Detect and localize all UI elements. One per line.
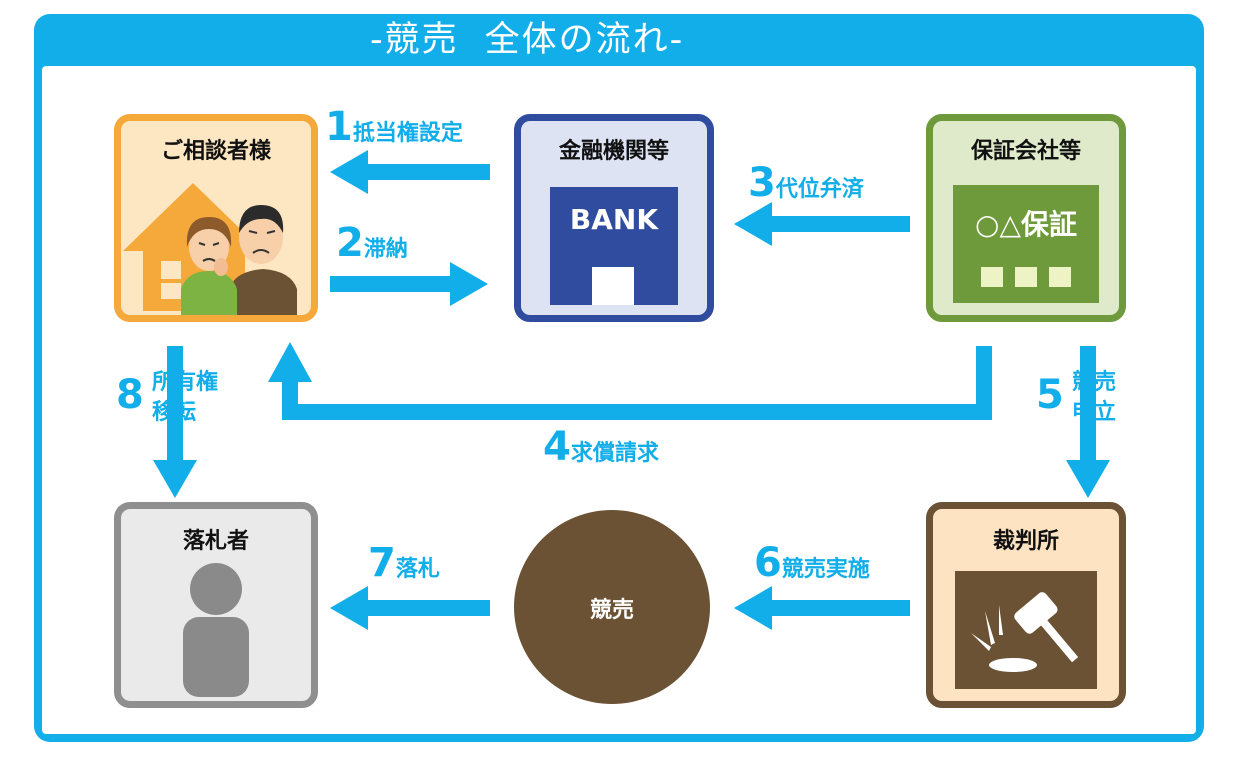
step-3-label: 3代位弁済 bbox=[748, 160, 864, 206]
page-title: -競売全体の流れ- bbox=[370, 20, 685, 60]
step-6-label: 6競売実施 bbox=[754, 540, 870, 586]
worried-couple-icon bbox=[181, 205, 297, 315]
step-1-label: 1抵当権設定 bbox=[325, 104, 463, 150]
arrow-step-2 bbox=[330, 262, 488, 306]
bank-building-icon: BANK bbox=[550, 187, 678, 305]
guarantor-sign: ○△保証 bbox=[975, 208, 1077, 241]
node-bidder-label: 落札者 bbox=[182, 529, 249, 554]
step-7-label: 7落札 bbox=[368, 540, 440, 586]
gavel-icon bbox=[971, 592, 1079, 672]
arrow-step-6 bbox=[734, 586, 910, 630]
step-2-label: 2滞納 bbox=[336, 220, 408, 266]
step-4-label: 4求償請求 bbox=[543, 424, 659, 470]
node-guarantor-label: 保証会社等 bbox=[970, 139, 1081, 164]
node-guarantor: 保証会社等 ○△保証 bbox=[926, 114, 1126, 322]
node-court-label: 裁判所 bbox=[992, 529, 1059, 554]
node-bank: 金融機関等 BANK bbox=[514, 114, 714, 322]
node-auction-label: 競売 bbox=[589, 598, 634, 623]
node-consultant-label: ご相談者様 bbox=[160, 139, 271, 164]
step-5-label: 5 競売 申立 bbox=[1036, 370, 1117, 425]
bank-sign: BANK bbox=[569, 203, 659, 236]
step-8-label: 8 所有権 移転 bbox=[116, 370, 219, 425]
node-court: 裁判所 bbox=[926, 502, 1126, 708]
node-bidder: 落札者 bbox=[114, 502, 318, 708]
sign-square bbox=[1015, 267, 1037, 287]
person-icon bbox=[183, 563, 249, 697]
bank-door bbox=[592, 267, 634, 305]
guarantor-signboard: ○△保証 bbox=[953, 185, 1099, 303]
node-bank-label: 金融機関等 bbox=[558, 139, 669, 164]
arrow-step-8 bbox=[153, 346, 197, 498]
arrow-step-1 bbox=[330, 150, 490, 194]
arrow-step-4 bbox=[268, 342, 992, 420]
arrow-step-7 bbox=[330, 586, 490, 630]
node-auction: 競売 bbox=[514, 510, 710, 704]
sign-square bbox=[981, 267, 1003, 287]
sign-square bbox=[1049, 267, 1071, 287]
node-consultant: ご相談者様 bbox=[114, 114, 318, 322]
arrow-step-5 bbox=[1066, 346, 1110, 498]
court-board bbox=[955, 571, 1097, 689]
arrow-step-3 bbox=[734, 202, 910, 246]
